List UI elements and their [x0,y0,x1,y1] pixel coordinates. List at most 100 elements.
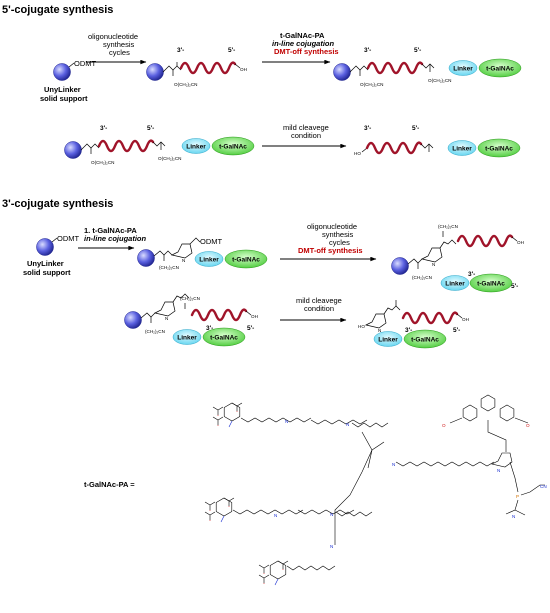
linker-ellipse [448,60,478,76]
bond-line [499,404,515,422]
galnac-ellipse [403,329,447,349]
linker-label: Linker [186,144,206,151]
n-label: N [182,258,185,263]
cleavage-label-b: condition [291,131,321,140]
atom-label: O [442,423,446,428]
five-prime-label: 5'- [228,47,235,54]
bond-line [520,484,545,496]
linker-label: Linker [452,146,472,153]
three-prime-label: 3'- [405,327,412,334]
linker-label: Linker [445,281,465,288]
bond-line [240,417,312,423]
conjugate-on-support-1: O(CH₂)₂CN 3'- 5'- O(CH₂)₂CN Linker t-Gal… [333,47,522,87]
galnac-pa-numbered-label: 1. t-GalNAc-PA [84,226,137,235]
bond-line [487,420,507,452]
galnac-label: t-GalNAc [477,281,505,288]
cyanoethyl-label: (CH₂)₂CN [438,224,458,229]
atom-label: N [346,422,349,427]
galnac-pa-label: t-GalNAc-PA [280,31,325,40]
arrow-oligo-synthesis-1: oligonucleotide synthesis cycles [86,32,147,65]
bond-line [286,565,336,571]
bond-line [220,515,225,523]
oh-label: OH [517,240,524,245]
bond-line [335,511,373,517]
bond-line [231,402,243,411]
oligo-label-1b: synthesis [103,40,135,49]
bond-line [204,501,216,510]
galnac-ellipse [224,249,268,269]
oligo-label-1a: oligonucleotide [88,32,138,41]
atom-label: N [285,419,288,424]
linker-ellipse [447,140,477,156]
galnac-on-support: (CH₂)₂CN ODMT N Linker t-GalNAc [137,237,268,270]
bond-line [334,449,373,545]
bond-line [223,497,235,506]
arrow-galnac-conjugation-2: 1. t-GalNAc-PA in-line cojugation [78,226,146,251]
linker-ellipse [373,331,403,347]
bond-line [361,431,385,469]
bond-line [228,420,233,428]
galnac-pa-definition: t-GalNAc-PA = [84,480,135,489]
bond-line [258,564,270,573]
atom-label: N [392,462,395,467]
oh-label: OH [462,317,469,322]
unylinker-support-2: ODMT UnyLinker solid support [23,234,79,277]
atom-label: CN [540,484,547,489]
odmt-label: ODMT [57,234,79,243]
bond-line [351,422,389,428]
cyanoethyl-label: (CH₂)₂CN [145,329,165,334]
arrow-cleavage-1: mild cleavege condition [262,123,347,149]
heading-3prime: 3'-cojugate synthesis [2,198,113,210]
solid-support-label: solid support [40,94,88,103]
galnac-ellipse [202,327,246,347]
bond-line [310,419,368,425]
three-prime-label: 3'- [100,125,107,132]
cyanoethyl-label: O(CH₂)₂CN [428,78,451,83]
cleavage-label-b: condition [304,304,334,313]
galnac-ellipse [211,136,255,156]
linker-label: Linker [177,335,197,342]
cyanoethyl-label: O(CH₂)₂CN [174,82,197,87]
five-prime-label: 5'- [147,125,154,132]
arrow-cleavage-2: mild cleavege condition [280,296,347,323]
ho-label: HO [354,151,361,156]
atom-label: O [526,423,530,428]
odmt-label: ODMT [200,237,222,246]
three-prime-conjugate-on-support: (CH₂)₂CN (CH₂)₂CN N OH 3'- 5'- Linker t-… [391,224,524,293]
cyanoethyl-label: O(CH₂)₂CN [91,160,114,165]
cleaved-3prime-conjugate: HO N OH 3'- 5'- Linker t-GalNAc [358,300,469,349]
galnac-ellipse [469,273,513,293]
oligo-label-2a: oligonucleotide [307,222,357,231]
galnac-label: t-GalNAc [486,66,514,73]
bond-line [258,574,270,583]
five-prime-label: 5'- [511,283,518,290]
five-prime-label: 5'- [247,325,254,332]
atom-label: P [516,494,519,499]
n-label: N [378,328,381,333]
galnac-label: t-GalNAc [210,335,238,342]
cleaved-conjugate-1: HO 3'- 5'- Linker t-GalNAc [354,125,521,158]
heading-5prime: 5'-cojugate synthesis [2,4,113,16]
galnac-ellipse [478,58,522,78]
n-label: N [432,262,435,267]
three-prime-label: 3'- [177,47,184,54]
arrow-galnac-conjugation-1: t-GalNAc-PA in-line cojugation DMT-off s… [262,31,339,65]
inline-conjugation-label: in-line cojugation [272,39,334,48]
cyanoethyl-label: (CH₂)₂CN [159,265,179,270]
dmt-off-label: DMT-off synthesis [274,47,339,56]
galnac-ellipse [477,138,521,158]
dmt-off-label: DMT-off synthesis [298,246,363,255]
atom-label: N [512,514,515,519]
atom-label: N [330,512,333,517]
atom-label: N [497,468,500,473]
five-prime-label: 5'- [414,47,421,54]
cleavage-label-a: mild cleavege [296,296,342,305]
linker-label: Linker [199,257,219,264]
arrow-oligo-synthesis-2: oligonucleotide synthesis cycles DMT-off… [280,222,377,262]
oh-label: OH [251,314,258,319]
ho-label: HO [358,324,365,329]
solid-support-bead [53,63,71,81]
cyanoethyl-label: O(CH₂)₂CN [158,156,181,161]
linker-ellipse [181,138,211,154]
